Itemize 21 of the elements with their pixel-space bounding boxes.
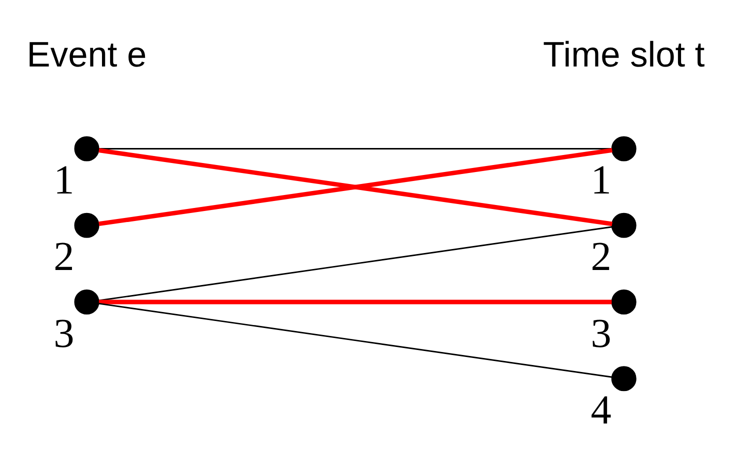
node-circle — [611, 290, 636, 315]
node-circle — [74, 136, 100, 162]
node-label: 3 — [54, 310, 74, 356]
connector — [98, 148, 612, 150]
node-label: 1 — [590, 156, 612, 203]
connector — [98, 300, 612, 304]
label: Time slot t — [542, 36, 705, 75]
node-circle — [74, 212, 100, 238]
connector — [98, 148, 612, 226]
connector — [98, 226, 612, 302]
node-label: 2 — [54, 233, 74, 280]
node-label: 2 — [590, 233, 612, 280]
node-label: 3 — [590, 310, 612, 356]
label: Event e — [26, 36, 147, 75]
node-circle — [611, 212, 636, 238]
node-label: 4 — [590, 386, 612, 432]
node-label: 1 — [54, 156, 74, 203]
node-circle — [611, 136, 636, 162]
connector — [98, 302, 612, 378]
node-circle — [611, 366, 636, 392]
node-circle — [74, 290, 100, 315]
